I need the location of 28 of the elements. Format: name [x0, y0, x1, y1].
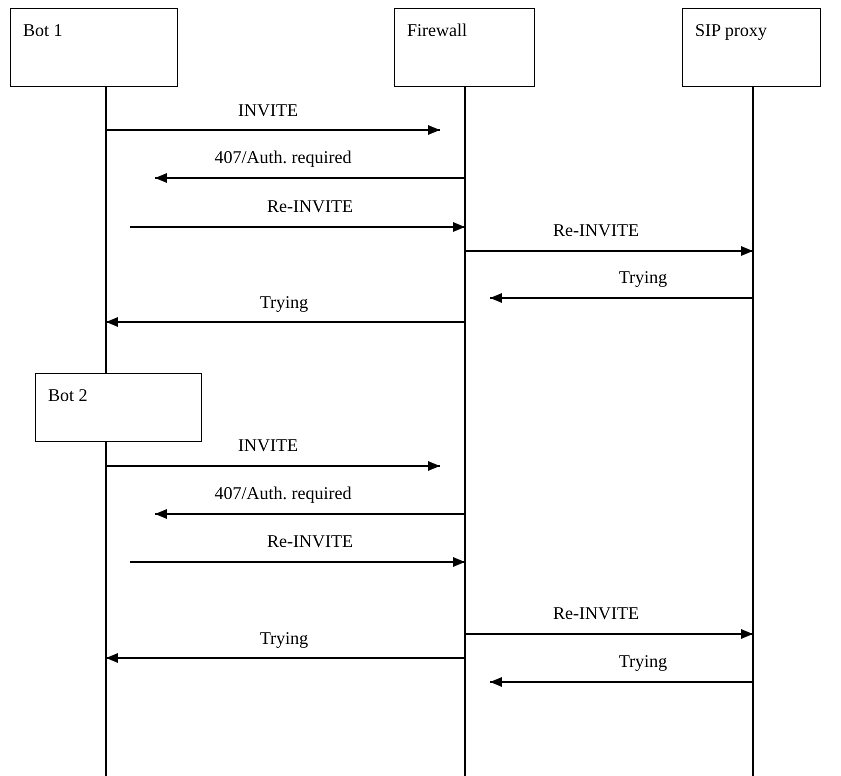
message-label: 407/Auth. required: [214, 482, 352, 504]
arrow: [130, 222, 465, 232]
arrow: [465, 629, 753, 639]
message-label: Trying: [260, 291, 308, 314]
message-label: Re-INVITE: [267, 195, 353, 218]
message-label: INVITE: [238, 99, 298, 122]
participant-name: Bot 1: [23, 19, 63, 42]
arrow: [490, 293, 753, 303]
message-label: INVITE: [238, 434, 298, 456]
message-label: 407/Auth. required: [214, 146, 352, 168]
arrow: [106, 461, 440, 471]
arrow: [106, 653, 465, 663]
arrow: [490, 677, 753, 687]
message-label: Trying: [618, 650, 668, 672]
message-label: Re-INVITE: [553, 602, 639, 624]
arrow: [155, 509, 465, 519]
participant-name: Firewall: [407, 19, 467, 42]
participant-name: SIP proxy: [695, 19, 767, 42]
arrow: [130, 557, 465, 567]
arrow: [106, 125, 440, 135]
arrow: [106, 317, 465, 327]
message-label: Trying: [618, 266, 668, 288]
arrow: [465, 246, 753, 256]
arrow: [155, 173, 465, 183]
message-label: Trying: [260, 627, 308, 650]
message-label: Re-INVITE: [267, 530, 353, 552]
message-label: Re-INVITE: [553, 219, 639, 242]
participant-name: Bot 2: [48, 384, 88, 406]
